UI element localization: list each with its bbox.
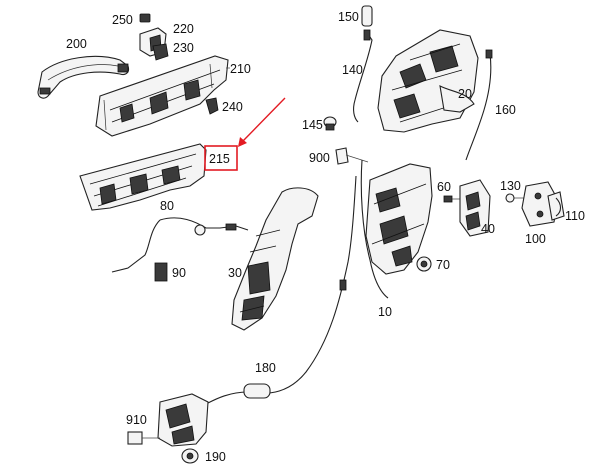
label-180: 180 [255, 361, 276, 375]
label-60: 60 [437, 180, 451, 194]
highlight-arrow [238, 97, 286, 147]
label-110: 110 [565, 209, 585, 223]
label-240: 240 [222, 100, 243, 114]
part-70-plug [416, 256, 432, 272]
part-40-bracket [459, 179, 491, 237]
label-230: 230 [173, 41, 194, 55]
label-215: 215 [209, 152, 230, 166]
label-30: 30 [228, 266, 242, 280]
part-250-cap [139, 13, 151, 23]
part-30-actuator-housing [231, 187, 319, 331]
label-215-highlight-box [204, 145, 238, 171]
label-100: 100 [525, 232, 546, 246]
label-190: 190 [205, 450, 226, 464]
label-20: 20 [458, 87, 472, 101]
part-110-striker [547, 191, 565, 221]
part-145-grommet [323, 116, 337, 131]
part-160-rod [465, 49, 493, 161]
part-180-bowden-cable [205, 175, 357, 405]
label-900: 900 [309, 151, 330, 165]
label-140: 140 [342, 63, 363, 77]
label-145: 145 [302, 118, 323, 132]
part-60-screw [443, 195, 460, 203]
part-210-handle-carrier [95, 55, 229, 137]
label-40: 40 [481, 222, 495, 236]
part-140-lock-rod [353, 29, 373, 123]
label-160: 160 [495, 103, 516, 117]
part-150-lock-knob [361, 5, 373, 27]
label-10: 10 [378, 305, 392, 319]
part-130-screw [505, 193, 524, 203]
part-215-bracket [79, 143, 207, 211]
label-220: 220 [173, 22, 194, 36]
label-910: 910 [126, 413, 147, 427]
label-250: 250 [112, 13, 133, 27]
label-80: 80 [160, 199, 174, 213]
label-150: 150 [338, 10, 359, 24]
part-910-actuator [127, 393, 209, 447]
part-100-striker-plate [521, 181, 559, 227]
part-190-grommet [181, 448, 199, 464]
label-200: 200 [66, 37, 87, 51]
part-20-latch-assembly [377, 29, 479, 133]
part-240-clip [205, 97, 219, 115]
part-900-cable-clip [335, 147, 369, 165]
label-210: 210 [230, 62, 251, 76]
label-90: 90 [172, 266, 186, 280]
label-130: 130 [500, 179, 521, 193]
part-90-clip [154, 262, 168, 282]
part-230-clip [152, 43, 169, 61]
part-200-door-handle [37, 55, 130, 99]
part-80-cable [111, 217, 249, 273]
label-70: 70 [436, 258, 450, 272]
part-10-door-lock [360, 159, 433, 299]
